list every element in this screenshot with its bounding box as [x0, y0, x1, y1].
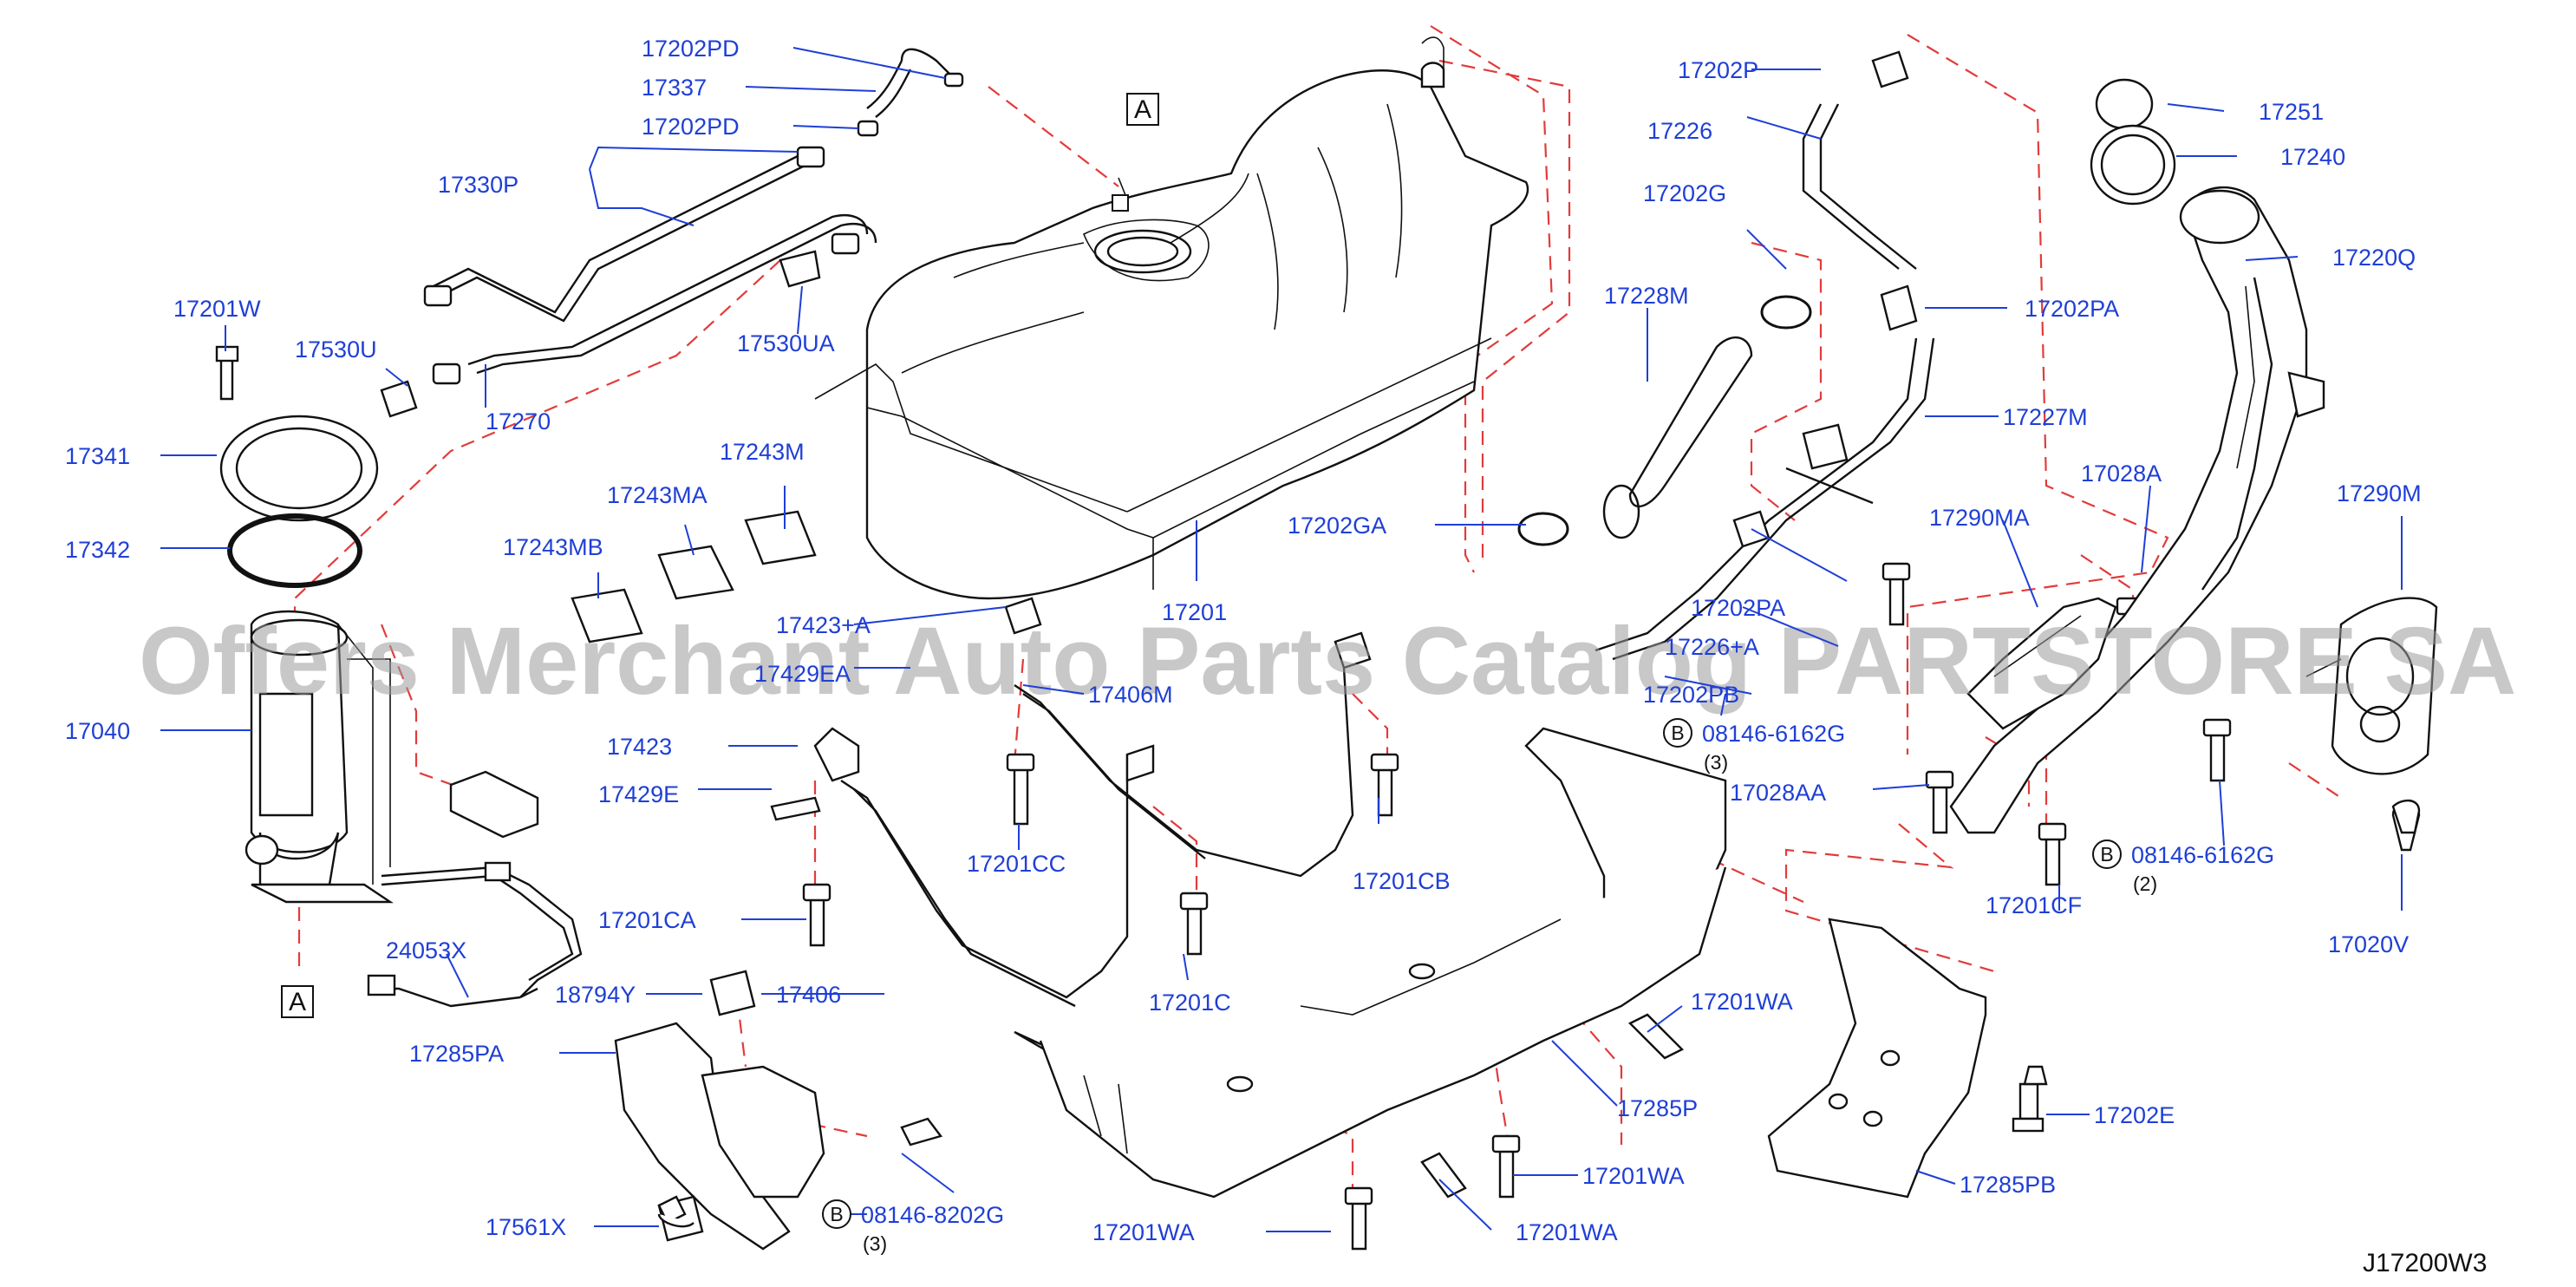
callout-18794Y: 18794Y	[555, 982, 636, 1008]
callout-17028A: 17028A	[2081, 461, 2162, 487]
bolt-ref-part: 08146-8202G	[861, 1202, 1004, 1228]
callout-17201CF: 17201CF	[1986, 892, 2082, 918]
watermark-text: Offers Merchant Auto Parts Catalog PARTS…	[139, 608, 2516, 715]
callout-17330P: 17330P	[438, 172, 518, 198]
callout-labels: 17202PD 17337 17202PD 17330P 17201W 1753…	[65, 36, 2422, 1245]
pump-plate	[215, 345, 379, 588]
callout-17561X: 17561X	[486, 1214, 566, 1240]
reference-box-a-bottom	[281, 985, 314, 1018]
callout-17202PA: 17202PA	[1691, 595, 1785, 621]
reference-marks: A A	[281, 93, 1159, 1018]
fuel-tank	[814, 36, 1529, 600]
assembly-lines	[293, 25, 2342, 1188]
callout-17202PB: 17202PB	[1643, 682, 1739, 708]
callout-17423: 17423	[607, 734, 672, 760]
callout-17270: 17270	[486, 408, 551, 434]
callout-17285PA: 17285PA	[409, 1041, 504, 1067]
callout-17202PA: 17202PA	[2025, 296, 2119, 322]
callout-17201WA: 17201WA	[1582, 1163, 1685, 1189]
callout-17530U: 17530U	[295, 336, 377, 363]
callout-17290MA: 17290MA	[1929, 505, 2030, 531]
filler-brackets	[1966, 597, 2438, 775]
callout-17201: 17201	[1162, 599, 1227, 625]
reference-label-a-bottom: A	[289, 988, 306, 1016]
callout-17406M: 17406M	[1088, 682, 1173, 708]
reference-box-a-top	[1126, 93, 1159, 126]
wiring-harness	[367, 770, 583, 1008]
tank-protector	[1014, 727, 1727, 1199]
callout-17406: 17406	[776, 982, 841, 1008]
callout-17201CC: 17201CC	[967, 851, 1066, 877]
drawing-id: J17200W3	[2363, 1249, 2487, 1277]
callout-17429E: 17429E	[598, 781, 679, 807]
callout-17201WA: 17201WA	[1516, 1219, 1618, 1245]
bolt-ref-symbol: B	[830, 1203, 843, 1225]
callout-17040: 17040	[65, 718, 130, 744]
callout-17243MA: 17243MA	[607, 482, 708, 508]
callout-17530UA: 17530UA	[737, 330, 835, 356]
callout-17227M: 17227M	[2003, 404, 2088, 430]
callout-17243MB: 17243MB	[503, 534, 603, 560]
callout-17201C: 17201C	[1149, 990, 1231, 1016]
bolt-ref-part: 08146-6162G	[1702, 721, 1845, 747]
heat-shield	[1767, 918, 1987, 1199]
callout-17202P: 17202P	[1678, 57, 1758, 83]
reference-label-a-top: A	[1134, 95, 1151, 124]
bolt-ref-qty: (3)	[1704, 751, 1728, 774]
bolt-ref-qty: (3)	[863, 1232, 887, 1255]
bolt-ref-circle	[822, 1199, 851, 1229]
callout-17202GA: 17202GA	[1288, 513, 1386, 539]
callout-17226A: 17226+A	[1665, 634, 1759, 660]
callout-17201CB: 17201CB	[1353, 868, 1451, 894]
callout-17202PD: 17202PD	[642, 114, 740, 140]
tank-straps	[813, 597, 1372, 1008]
callout-17341: 17341	[65, 443, 130, 469]
callout-17228M: 17228M	[1604, 283, 1689, 309]
bolt-ref-symbol: B	[1671, 722, 1684, 744]
callout-17202PD: 17202PD	[642, 36, 740, 62]
clips	[657, 799, 2421, 1228]
bracket	[614, 970, 825, 1251]
callout-17226: 17226	[1647, 118, 1712, 144]
bolt-ref-symbol: B	[2100, 843, 2113, 866]
filler-neck	[1949, 78, 2325, 834]
callout-17243M: 17243M	[720, 439, 805, 465]
callout-17028AA: 17028AA	[1730, 780, 1826, 806]
callout-17251: 17251	[2259, 99, 2324, 125]
label-plates	[571, 510, 817, 644]
callout-24053X: 24053X	[386, 937, 466, 964]
bolt-ref-circle	[1663, 718, 1692, 748]
filler-hoses	[1517, 50, 1935, 661]
bolt-references: B 08146-6162G (3) B 08146-6162G (2) B 08…	[822, 718, 2274, 1255]
callout-17202E: 17202E	[2094, 1102, 2175, 1128]
callout-17220Q: 17220Q	[2332, 245, 2416, 271]
bolt-ref-part: 08146-6162G	[2131, 842, 2274, 868]
callout-17285P: 17285P	[1617, 1095, 1698, 1121]
callout-17240: 17240	[2280, 144, 2345, 170]
callout-17342: 17342	[65, 537, 130, 563]
callout-17201CA: 17201CA	[598, 907, 696, 933]
callout-17290M: 17290M	[2337, 480, 2422, 506]
callout-17337: 17337	[642, 75, 707, 101]
callout-17429EA: 17429EA	[754, 661, 851, 687]
callout-17201WA: 17201WA	[1092, 1219, 1195, 1245]
callout-17202G: 17202G	[1643, 180, 1726, 206]
callout-17423A: 17423+A	[776, 612, 871, 638]
callout-17020V: 17020V	[2328, 931, 2409, 957]
bolt-ref-qty: (2)	[2133, 872, 2157, 895]
callout-17201W: 17201W	[173, 296, 261, 322]
fuel-pump	[245, 610, 394, 904]
callout-17201WA: 17201WA	[1691, 989, 1793, 1015]
callout-17285PB: 17285PB	[1960, 1172, 2056, 1198]
fuel-lines	[380, 48, 964, 418]
bolt-ref-circle	[2092, 839, 2122, 869]
